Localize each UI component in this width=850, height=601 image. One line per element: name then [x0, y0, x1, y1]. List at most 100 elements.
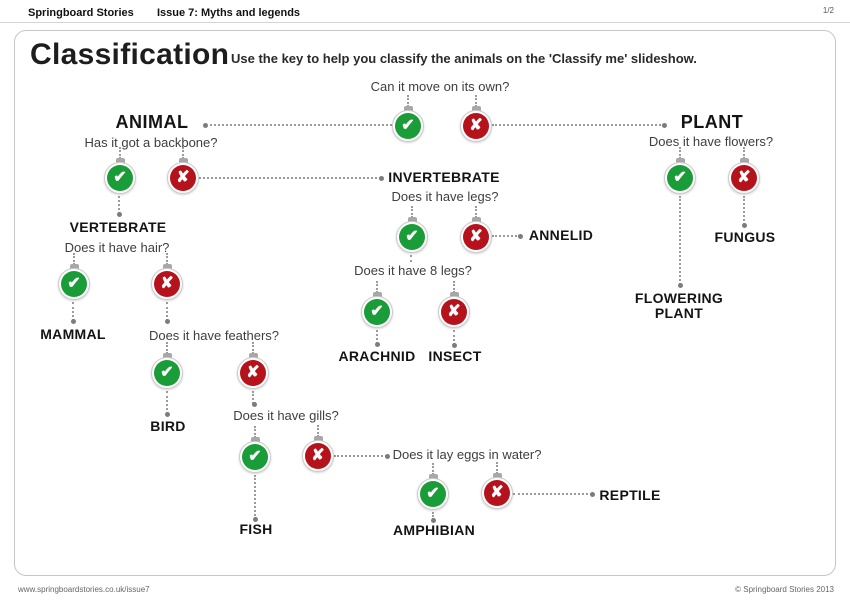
yes-bauble-feathers: ✔: [151, 342, 183, 389]
yes-bauble-8-legs: ✔: [361, 281, 393, 328]
connector-endpoint-dot: [431, 518, 436, 523]
connector-stub: [475, 95, 477, 107]
footer-copyright: © Springboard Stories 2013: [735, 585, 834, 594]
label-plant: PLANT: [680, 112, 744, 132]
label-bird: BIRD: [150, 418, 186, 434]
label-vertebrate: VERTEBRATE: [69, 219, 167, 235]
label-invertebrate: INVERTEBRATE: [388, 169, 500, 185]
connector-stub: [182, 147, 184, 159]
check-icon: ✔: [420, 481, 446, 507]
check-icon: ✔: [242, 444, 268, 470]
label-fish: FISH: [239, 521, 273, 537]
check-icon: ✔: [364, 299, 390, 325]
question-can-move: Can it move on its own?: [370, 79, 510, 94]
dotted-connector: [118, 196, 120, 214]
page-title: Classification: [30, 38, 230, 71]
instruction-text: Use the key to help you classify the ani…: [231, 51, 697, 66]
connector-endpoint-dot: [662, 123, 667, 128]
yes-bauble-flowers: ✔: [664, 147, 696, 194]
connector-stub: [254, 426, 256, 438]
connector-stub: [475, 206, 477, 218]
question-flowers: Does it have flowers?: [648, 134, 774, 149]
connector-endpoint-dot: [590, 492, 595, 497]
no-bauble-feathers: ✘: [237, 342, 269, 389]
check-icon: ✔: [154, 360, 180, 386]
check-icon: ✔: [107, 165, 133, 191]
no-bauble-legs: ✘: [460, 206, 492, 253]
connector-endpoint-dot: [678, 283, 683, 288]
dotted-connector: [513, 493, 592, 495]
connector-stub: [411, 206, 413, 218]
connector-stub: [119, 147, 121, 159]
check-icon: ✔: [61, 271, 87, 297]
connector-stub: [166, 253, 168, 265]
question-gills: Does it have gills?: [233, 408, 339, 423]
label-annelid: ANNELID: [528, 227, 594, 243]
dotted-connector: [410, 255, 412, 262]
check-icon: ✔: [395, 113, 421, 139]
cross-icon: ✘: [441, 299, 467, 325]
page-number: 1/2: [822, 6, 834, 15]
question-backbone: Has it got a backbone?: [84, 135, 218, 150]
label-arachnid: ARACHNID: [338, 348, 416, 364]
yes-bauble-eggs-in-water: ✔: [417, 463, 449, 510]
dotted-connector: [743, 196, 745, 225]
connector-endpoint-dot: [71, 319, 76, 324]
connector-endpoint-dot: [117, 212, 122, 217]
check-icon: ✔: [667, 165, 693, 191]
connector-stub: [432, 463, 434, 475]
connector-endpoint-dot: [518, 234, 523, 239]
cross-icon: ✘: [463, 224, 489, 250]
dotted-connector: [205, 124, 392, 126]
no-bauble-gills: ✘: [302, 425, 334, 472]
yes-bauble-can-move: ✔: [392, 95, 424, 142]
dotted-connector: [334, 455, 387, 457]
yes-bauble-gills: ✔: [239, 426, 271, 473]
dotted-connector: [492, 124, 664, 126]
issue-title: Issue 7: Myths and legends: [157, 7, 301, 19]
cross-icon: ✘: [463, 113, 489, 139]
cross-icon: ✘: [731, 165, 757, 191]
cross-icon: ✘: [170, 165, 196, 191]
connector-stub: [453, 281, 455, 293]
connector-endpoint-dot: [379, 176, 384, 181]
question-legs: Does it have legs?: [391, 189, 499, 204]
connector-endpoint-dot: [253, 517, 258, 522]
connector-endpoint-dot: [385, 454, 390, 459]
label-animal: ANIMAL: [115, 112, 189, 132]
connector-endpoint-dot: [742, 223, 747, 228]
connector-stub: [317, 425, 319, 437]
connector-endpoint-dot: [203, 123, 208, 128]
no-bauble-8-legs: ✘: [438, 281, 470, 328]
connector-stub: [679, 147, 681, 159]
dotted-connector: [492, 235, 520, 237]
question-hair: Does it have hair?: [64, 240, 170, 255]
cross-icon: ✘: [240, 360, 266, 386]
no-bauble-can-move: ✘: [460, 95, 492, 142]
check-icon: ✔: [399, 224, 425, 250]
dotted-connector: [252, 391, 254, 404]
connector-stub: [73, 253, 75, 265]
label-mammal: MAMMAL: [40, 326, 106, 342]
connector-stub: [376, 281, 378, 293]
dotted-connector: [254, 475, 256, 519]
dotted-connector: [199, 177, 381, 179]
label-fungus: FUNGUS: [714, 229, 776, 245]
cross-icon: ✘: [154, 271, 180, 297]
connector-stub: [407, 95, 409, 107]
connector-stub: [166, 342, 168, 354]
label-reptile: REPTILE: [599, 487, 661, 503]
label-flowering-plant: FLOWERING PLANT: [634, 290, 724, 321]
label-insect: INSECT: [428, 348, 482, 364]
question-8-legs: Does it have 8 legs?: [354, 263, 472, 278]
no-bauble-backbone: ✘: [167, 147, 199, 194]
yes-bauble-hair: ✔: [58, 253, 90, 300]
connector-endpoint-dot: [375, 342, 380, 347]
connector-stub: [496, 462, 498, 474]
dotted-connector: [166, 391, 168, 414]
header-divider: [0, 22, 850, 23]
connector-stub: [252, 342, 254, 354]
connector-endpoint-dot: [165, 319, 170, 324]
connector-endpoint-dot: [452, 343, 457, 348]
